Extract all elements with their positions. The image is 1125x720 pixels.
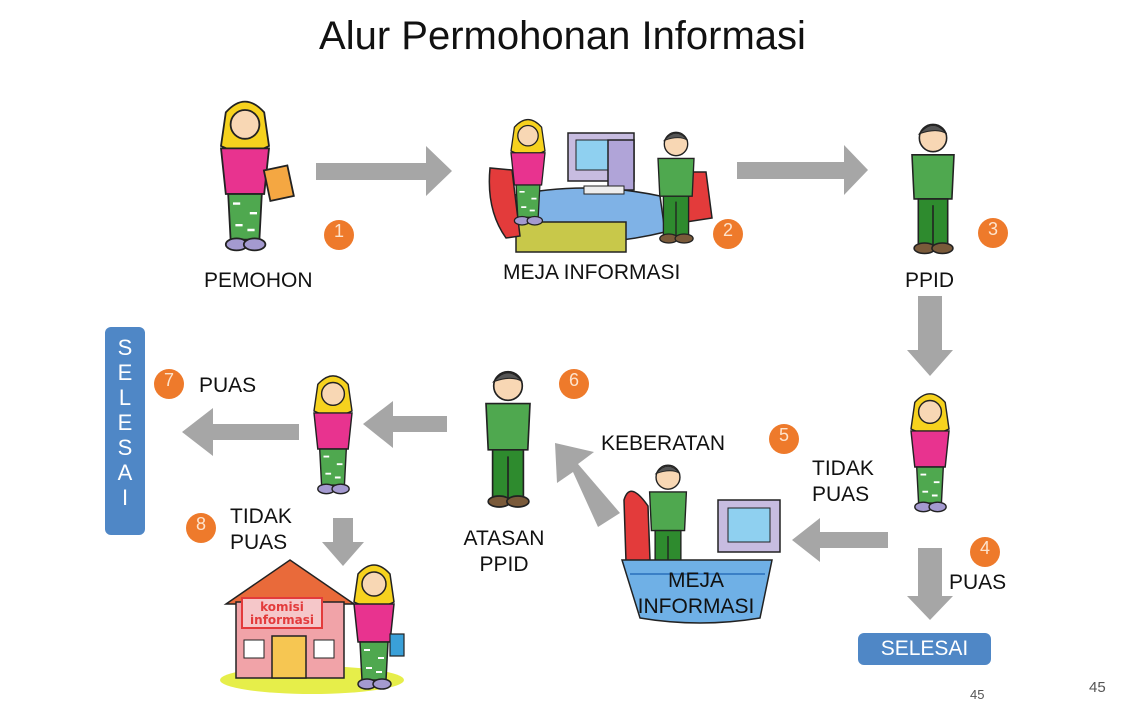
step-badge-6: 6 <box>559 369 589 399</box>
meja-informasi-top-figure <box>488 118 713 253</box>
selesai-letter: A <box>117 460 133 485</box>
label-tidak-puas-5: TIDAK PUAS <box>812 456 874 508</box>
arrow-keberatan <box>555 443 620 527</box>
atasan-ppid-figure <box>485 370 531 508</box>
step-badge-4: 4 <box>970 537 1000 567</box>
step-badge-3: 3 <box>978 218 1008 248</box>
label-pemohon: PEMOHON <box>204 269 313 292</box>
label-meja-informasi-bottom-line1: MEJA <box>667 569 724 592</box>
komisi-sign-line2: informasi <box>250 613 314 627</box>
label-keberatan: KEBERATAN <box>601 432 726 455</box>
label-atasan-ppid-line1: ATASAN <box>463 527 545 550</box>
selesai-letter: E <box>117 360 133 385</box>
label-tidak-puas-5-line1: TIDAK <box>812 457 874 480</box>
arrow-atasan-to-woman <box>363 401 447 448</box>
page-number-small: 45 <box>970 687 985 702</box>
komisi-informasi-house <box>220 559 404 694</box>
step-badge-5: 5 <box>769 424 799 454</box>
pemohon-woman-figure <box>219 100 295 252</box>
step-badge-7: 7 <box>154 369 184 399</box>
arrow-puas-4-down <box>907 548 953 620</box>
step-badge-2: 2 <box>713 219 743 249</box>
label-meja-informasi-top: MEJA INFORMASI <box>503 261 681 284</box>
label-tidak-puas-8: TIDAK PUAS <box>230 504 292 556</box>
step-badge-1: 1 <box>324 220 354 250</box>
label-tidak-puas-8-line2: PUAS <box>230 531 288 554</box>
selesai-vertical-box: S E L E S A I <box>105 327 145 535</box>
arrow-meja-to-ppid <box>737 145 868 195</box>
label-ppid: PPID <box>905 269 955 292</box>
ppid-figure <box>911 123 955 255</box>
komisi-sign-line1: komisi <box>260 600 304 614</box>
selesai-letter: E <box>117 410 133 435</box>
selesai-horizontal-box: SELESAI <box>858 633 991 665</box>
label-atasan-ppid: ATASAN PPID <box>448 526 560 578</box>
label-atasan-ppid-line2: PPID <box>479 553 529 576</box>
label-puas-7: PUAS <box>199 374 257 397</box>
meja-informasi-bottom-figure <box>620 464 781 624</box>
selesai-letter: S <box>117 435 133 460</box>
label-meja-informasi-bottom-line2: INFORMASI <box>637 595 755 618</box>
diagram-title: Alur Permohonan Informasi <box>319 14 806 58</box>
arrow-to-selesai <box>182 408 299 456</box>
arrow-ppid-down <box>907 296 953 376</box>
step-badge-8: 8 <box>186 513 216 543</box>
arrow-pemohon-to-meja <box>316 146 452 196</box>
woman-komisi-figure <box>353 564 405 690</box>
label-meja-informasi-bottom: MEJA INFORMASI <box>626 568 766 620</box>
label-puas-4: PUAS <box>949 571 1007 594</box>
label-tidak-puas-5-line2: PUAS <box>812 483 870 506</box>
woman-right-figure <box>910 392 950 513</box>
selesai-letter: L <box>118 385 132 410</box>
arrow-tidak-puas-to-meja <box>792 518 888 562</box>
label-tidak-puas-8-line1: TIDAK <box>230 505 292 528</box>
woman-puas-figure <box>313 374 353 495</box>
selesai-letter: S <box>117 335 133 360</box>
arrow-to-komisi <box>322 518 364 566</box>
selesai-letter: I <box>121 485 129 510</box>
page-number: 45 <box>1089 679 1106 696</box>
